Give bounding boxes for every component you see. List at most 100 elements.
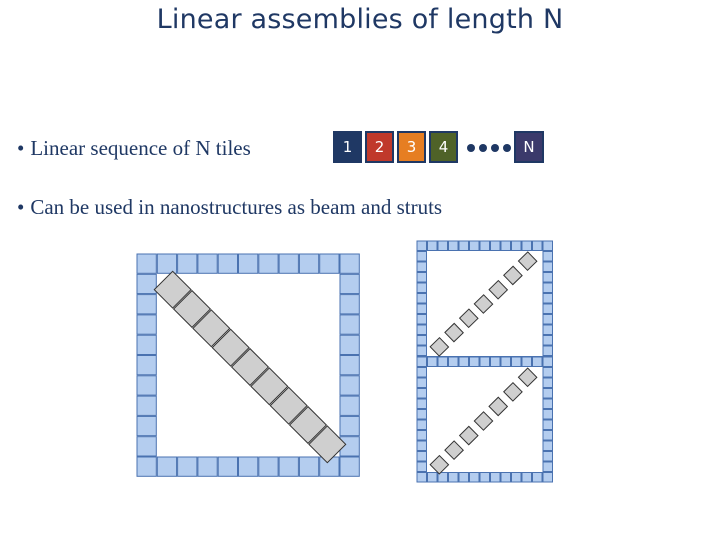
frame-tile [542, 272, 553, 283]
frame-tile [339, 294, 360, 315]
frame-tile [136, 375, 157, 396]
frame-tile [416, 472, 427, 483]
bullet-text: Linear sequence of N tiles [30, 136, 251, 160]
strut-tile [211, 328, 250, 367]
frame-tile [156, 253, 178, 274]
frame-tile [298, 253, 320, 274]
sequence-tile-n: N [514, 131, 544, 163]
frame-tile [500, 240, 511, 251]
frame-tile [339, 314, 360, 335]
frame-tile [469, 240, 480, 251]
frame-tile [416, 356, 427, 367]
frame-tile [197, 456, 218, 477]
strut-tile [269, 386, 308, 425]
strut-tile [473, 294, 494, 314]
strut-tile [429, 336, 450, 357]
frame-tile [427, 356, 438, 367]
frame-tile [542, 398, 553, 409]
frame-tile [136, 395, 157, 416]
frame-tile [416, 430, 427, 441]
frame-tile [416, 251, 427, 262]
frame-tile [479, 472, 490, 483]
strut-tile [488, 279, 509, 300]
strut-tile [429, 454, 450, 475]
frame-tile [448, 472, 459, 483]
frame-tile [532, 472, 543, 483]
frame-tile [542, 430, 553, 441]
frame-tile [416, 367, 427, 378]
frame-tile [177, 253, 198, 274]
frame-tile [542, 314, 553, 325]
strut-tile [288, 405, 328, 445]
frame-tile [416, 377, 427, 388]
frame-tile [339, 375, 360, 396]
frame-tile [542, 282, 553, 293]
frame-tile [416, 272, 427, 283]
frame-tile [542, 388, 553, 399]
frame-tile [521, 240, 532, 251]
frame-tile [416, 282, 427, 293]
frame-tile [511, 240, 522, 251]
sequence-tile-1: 1 [333, 131, 362, 163]
frame-tile [542, 303, 553, 314]
strut-tile [458, 425, 479, 446]
strut-tile [230, 347, 270, 387]
strut-tile [503, 381, 523, 402]
strut-tile [250, 367, 289, 406]
frame-tile [339, 334, 360, 356]
frame-tile [278, 253, 299, 274]
frame-tile [217, 253, 238, 274]
frame-tile [416, 440, 427, 451]
strut-tile [488, 396, 509, 417]
frame-tile [278, 456, 299, 477]
frame-tile [458, 472, 469, 483]
frame-tile [258, 253, 279, 274]
frame-tile [339, 415, 360, 437]
frame-tile [521, 472, 532, 483]
frame-tile [458, 240, 469, 251]
frame-tile [339, 355, 360, 376]
frame-tile [542, 377, 553, 388]
sequence-tile-3: 3 [397, 131, 426, 163]
strut-tile [444, 440, 464, 461]
frame-tile [479, 240, 490, 251]
frame-tile [416, 314, 427, 325]
frame-tile [437, 356, 448, 367]
frame-tile [416, 324, 427, 335]
frame-tile [136, 294, 157, 315]
frame-tile [298, 456, 320, 477]
frame-tile [427, 472, 438, 483]
frame-tile [542, 367, 553, 378]
frame-tile [469, 472, 480, 483]
frame-tile [258, 456, 279, 477]
ellipsis-dot [479, 144, 487, 152]
frame-tile [416, 451, 427, 462]
frame-tile [437, 472, 448, 483]
strut-tile [503, 265, 523, 286]
frame-tile [437, 240, 448, 251]
frame-tile [339, 456, 360, 477]
frame-tile [542, 356, 553, 367]
frame-tile [542, 451, 553, 462]
frame-tile [416, 398, 427, 409]
bullet-text: Can be used in nanostructures as beam an… [30, 195, 443, 219]
frame-tile [416, 388, 427, 399]
strut-tile [444, 322, 464, 343]
strut-tile [517, 251, 538, 272]
strut-tile [153, 270, 192, 309]
frame-tile [542, 461, 553, 472]
bullet-marker: • [17, 195, 25, 219]
frame-tile [448, 240, 459, 251]
frame-tile [136, 273, 157, 295]
strut-tile [308, 425, 347, 464]
bullet-linear-sequence: •Linear sequence of N tiles [17, 136, 251, 161]
frame-tile [416, 293, 427, 304]
frame-tile [339, 253, 360, 274]
frame-tile [542, 472, 553, 483]
ellipsis-dot [491, 144, 499, 152]
bullet-nanostructures: •Can be used in nanostructures as beam a… [17, 195, 442, 220]
frame-tile [500, 472, 511, 483]
frame-tile [416, 461, 427, 472]
frame-tile [416, 240, 427, 251]
